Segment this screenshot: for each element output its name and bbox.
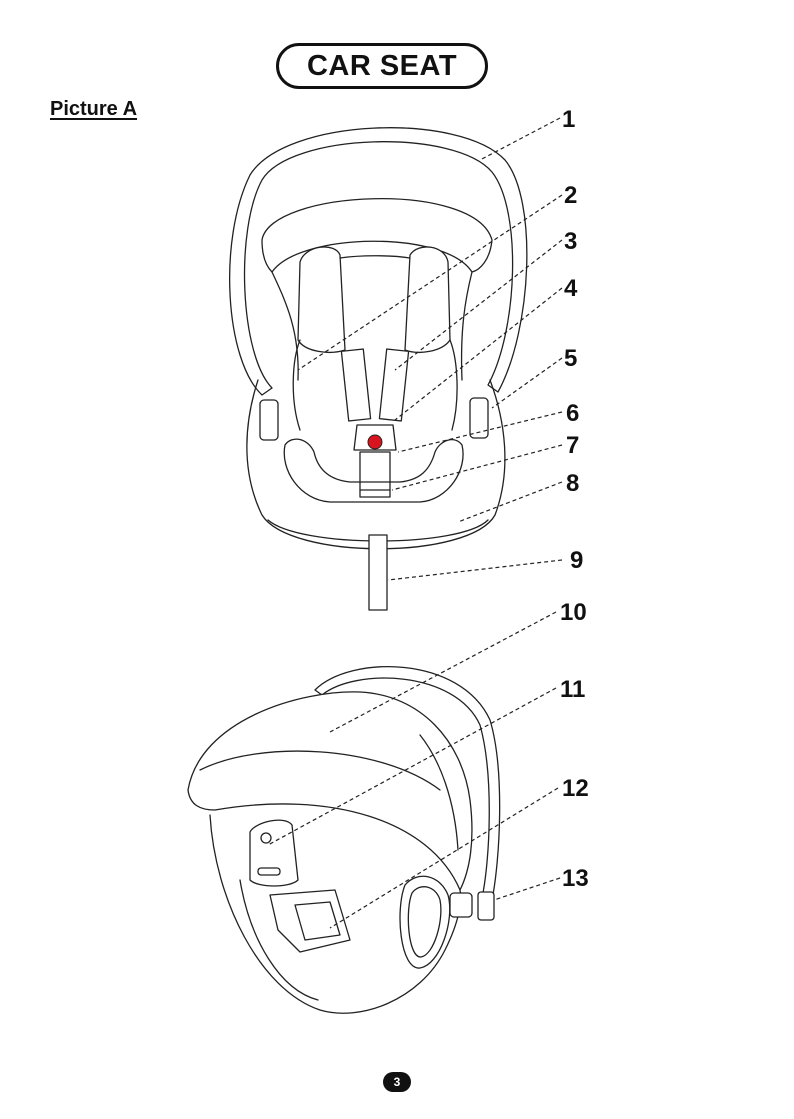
shoulder-strap-right	[379, 349, 408, 421]
carry-handle	[230, 128, 527, 395]
callout-4: 4	[564, 275, 578, 302]
buckle-release-button	[368, 435, 382, 449]
page-number: 3	[383, 1072, 411, 1092]
callout-7: 7	[566, 432, 579, 459]
callout-2: 2	[564, 182, 577, 209]
handle-release-button	[478, 892, 494, 920]
callout-11: 11	[560, 676, 585, 703]
headrest	[298, 247, 345, 352]
callout-3: 3	[564, 228, 577, 255]
car-seat-rear-view	[188, 667, 500, 1014]
belt-guide	[369, 535, 387, 610]
shoulder-strap-left	[341, 349, 370, 421]
handle-pivot-left	[260, 400, 278, 440]
callout-5: 5	[564, 345, 577, 372]
rear-canopy	[188, 692, 472, 890]
callout-6: 6	[566, 400, 579, 427]
car-seat-front-view	[230, 128, 527, 610]
callout-13: 13	[562, 865, 589, 892]
front-canopy	[262, 199, 492, 272]
callout-numbers: 1 2 3 4 5 6 7 8 9 10 11 12 13	[560, 106, 589, 892]
callout-8: 8	[566, 470, 579, 497]
side-adjuster-panel	[250, 820, 298, 886]
base-latch	[270, 890, 350, 952]
callout-1: 1	[562, 106, 575, 133]
callout-12: 12	[562, 775, 589, 802]
callout-9: 9	[570, 547, 583, 574]
callout-10: 10	[560, 599, 587, 626]
